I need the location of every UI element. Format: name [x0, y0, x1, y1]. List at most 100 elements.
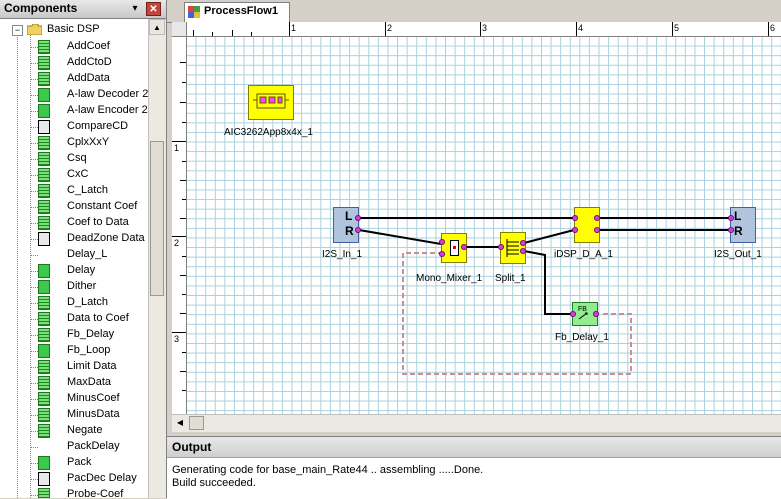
scroll-thumb[interactable] [150, 141, 164, 296]
block-aic3262[interactable] [248, 85, 294, 120]
block-label: iDSP_D_A_1 [554, 249, 613, 260]
port-i2s-in-r [354, 226, 361, 233]
component-item[interactable]: PacDec Delay [30, 471, 148, 487]
block-label: Fb_Delay_1 [555, 332, 609, 343]
component-item-label: PackDelay [67, 440, 120, 452]
component-item[interactable]: MinusData [30, 407, 148, 423]
tree-connector [30, 271, 38, 272]
component-item[interactable]: Coef to Data [30, 215, 148, 231]
component-item[interactable]: Delay [30, 263, 148, 279]
block-label: AIC3262App8x4x_1 [224, 127, 313, 138]
component-item[interactable]: Probe-Coef [30, 487, 148, 498]
component-item[interactable]: Csq [30, 151, 148, 167]
components-scrollbar[interactable]: ▲ [148, 19, 166, 498]
component-item-label: MaxData [67, 376, 112, 388]
component-item[interactable]: Fb_Delay [30, 327, 148, 343]
component-item-label: Delay [67, 264, 96, 276]
document-tab-bar: ProcessFlow1 [167, 0, 781, 23]
tree-connector [30, 351, 38, 352]
component-item[interactable]: PackDelay [30, 439, 148, 455]
panel-menu-icon[interactable]: ▾ [132, 3, 138, 14]
port-letter-r: R [345, 224, 354, 238]
tree-connector [30, 175, 38, 176]
component-item[interactable]: DeadZone Data [30, 231, 148, 247]
tab-processflow1[interactable]: ProcessFlow1 [184, 2, 290, 22]
block-i2s-out[interactable]: L R [730, 207, 756, 243]
tree-root-label[interactable]: Basic DSP [47, 23, 100, 35]
port-letter-l: L [345, 209, 353, 223]
component-item[interactable]: MinusCoef [30, 391, 148, 407]
components-panel-header: Components ▾ ✕ [0, 0, 166, 19]
block-idsp-d-a[interactable] [574, 207, 600, 243]
wire-in-r-to-mixer[interactable] [358, 229, 442, 245]
component-item[interactable]: CplxXxY [30, 135, 148, 151]
ruler-ticks [193, 22, 769, 36]
tree-expander[interactable]: − [12, 25, 23, 36]
component-item[interactable]: AddData [30, 71, 148, 87]
tree-connector [30, 95, 38, 96]
scroll-left-arrow-icon[interactable]: ◀ [176, 418, 184, 427]
port-i2s-in-l [354, 214, 361, 221]
component-block-icon [38, 184, 50, 198]
close-icon[interactable]: ✕ [146, 2, 161, 16]
component-item[interactable]: Limit Data [30, 359, 148, 375]
component-block-icon [38, 424, 50, 438]
block-i2s-in[interactable]: L R [333, 207, 359, 243]
component-block-icon [38, 312, 50, 326]
component-item[interactable]: AddCtoD [30, 55, 148, 71]
component-item[interactable]: Dither [30, 279, 148, 295]
tree-connector [30, 383, 38, 384]
ruler-vertical: 1 2 3 [172, 22, 187, 414]
output-panel-header: Output [167, 437, 781, 458]
canvas-horizontal-scrollbar[interactable]: ◀ [172, 414, 781, 432]
component-item-label: Constant Coef [67, 200, 138, 212]
component-item[interactable]: Fb_Loop [30, 343, 148, 359]
ruler-horizontal: 1 2 3 4 5 6 [172, 22, 781, 37]
tree-connector [30, 207, 38, 208]
component-item[interactable]: CompareCD [30, 119, 148, 135]
component-item[interactable]: C_Latch [30, 183, 148, 199]
components-panel-title: Components [4, 1, 78, 15]
port-i2s-out-r [728, 226, 735, 233]
component-block-icon [38, 104, 50, 118]
component-block-icon [38, 40, 50, 54]
component-block-icon [38, 200, 50, 214]
wire-split-to-fbdelay[interactable] [523, 250, 572, 315]
component-item[interactable]: MaxData [30, 375, 148, 391]
component-item[interactable]: Data to Coef [30, 311, 148, 327]
block-label: I2S_In_1 [322, 249, 363, 260]
component-block-icon [38, 72, 50, 86]
component-item[interactable]: Delay_L [30, 247, 148, 263]
process-flow-canvas[interactable]: AIC3262App8x4x_1 L R I2S_In_1 L R I2S_Ou… [187, 37, 781, 414]
component-item[interactable]: Negate [30, 423, 148, 439]
feedback-loop-wire[interactable] [402, 252, 632, 375]
component-block-icon [38, 488, 50, 498]
tree-connector [30, 127, 38, 128]
component-item[interactable]: CxC [30, 167, 148, 183]
component-item[interactable]: Pack [30, 455, 148, 471]
scroll-up-arrow-icon[interactable]: ▲ [149, 19, 165, 35]
wire-split-to-idsp[interactable] [523, 229, 575, 244]
component-item[interactable]: AddCoef [30, 39, 148, 55]
port-letter-l: L [734, 209, 742, 223]
aic-schematic-icon [253, 93, 289, 109]
component-item-label: Pack [67, 456, 92, 468]
ruler-number: 3 [482, 23, 488, 33]
component-item-label: Delay_L [67, 248, 108, 260]
component-item[interactable]: D_Latch [30, 295, 148, 311]
ruler-ticks [172, 62, 186, 391]
component-item-label: Dither [67, 280, 97, 292]
component-item-label: AddCoef [67, 40, 110, 52]
component-item-label: AddData [67, 72, 110, 84]
component-item-label: Csq [67, 152, 87, 164]
component-item[interactable]: A-law Encoder 2 [30, 103, 148, 119]
component-item[interactable]: Constant Coef [30, 199, 148, 215]
tree-connector [30, 399, 38, 400]
output-line: Build succeeded. [172, 477, 256, 489]
component-block-icon [38, 280, 50, 294]
component-item[interactable]: A-law Decoder 2 [30, 87, 148, 103]
tree-connector [30, 47, 38, 48]
scroll-thumb[interactable] [189, 416, 204, 430]
component-item-label: CxC [67, 168, 89, 180]
